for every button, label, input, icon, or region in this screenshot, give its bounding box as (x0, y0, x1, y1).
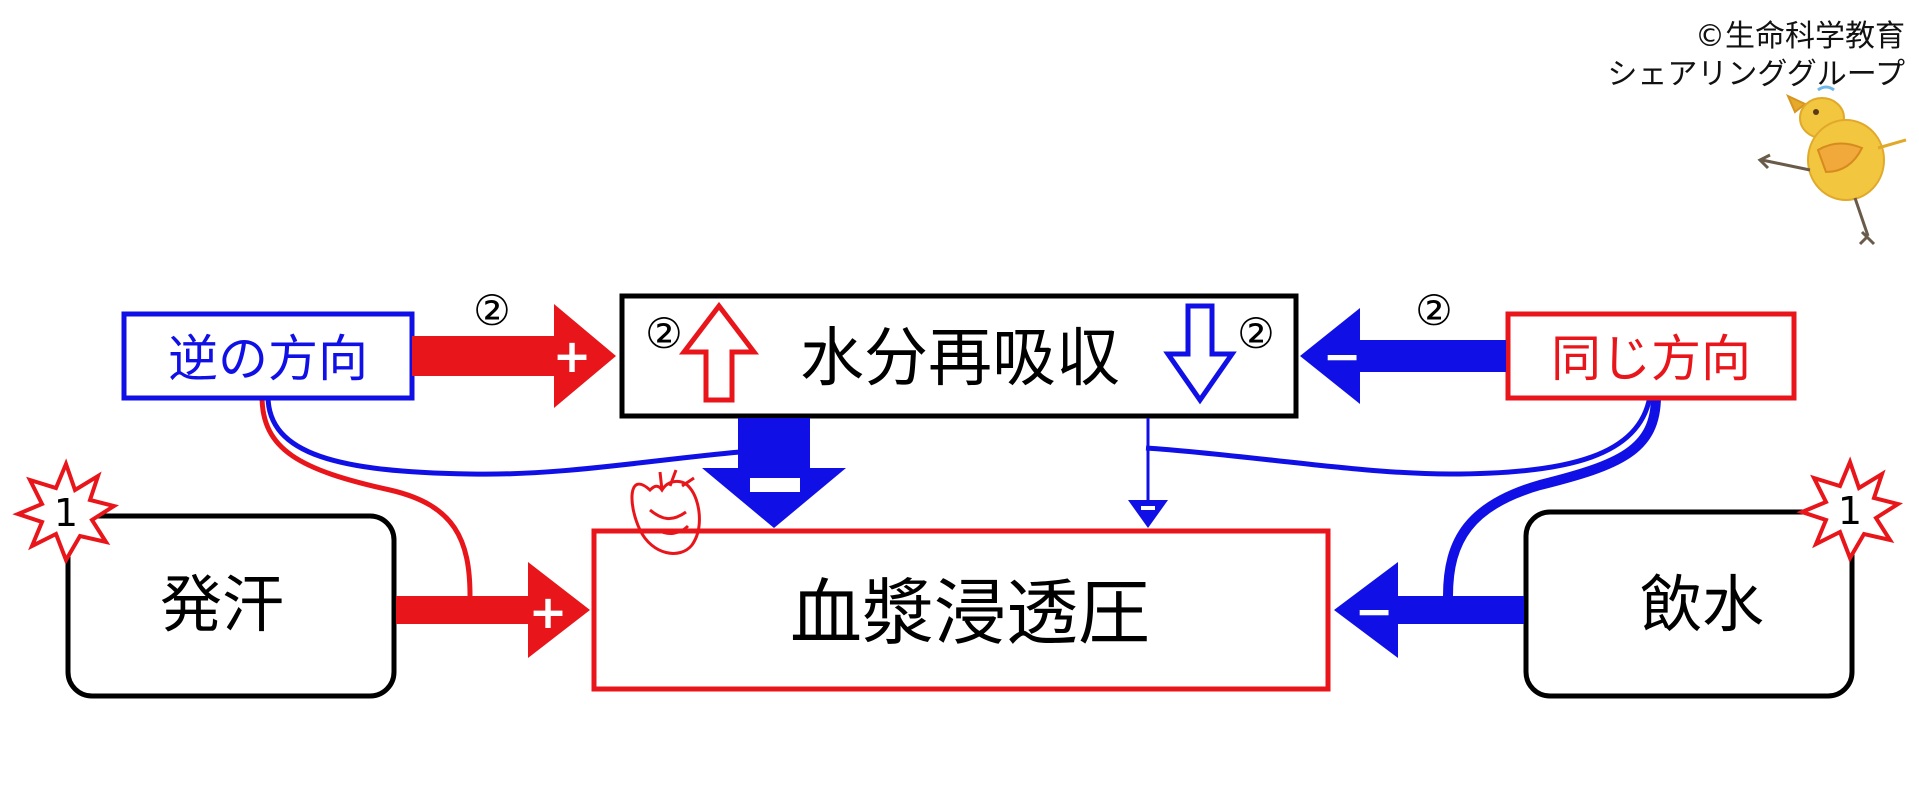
sweating-box (65, 513, 397, 699)
plasma-osmotic-pressure-label: 血漿浸透圧 (790, 571, 1150, 655)
step-two-marker: ② (473, 286, 511, 335)
same-to-reabsorption-arrow: − (1300, 308, 1506, 404)
same-direction-box (1505, 311, 1797, 401)
starburst-icon: 1 (1796, 456, 1904, 563)
starburst-icon: 1 (12, 458, 120, 565)
minus-sign: − (1355, 584, 1394, 638)
copyright-line-2: シェアリンググループ (1607, 57, 1905, 92)
plasma-osmotic-pressure-box (591, 528, 1331, 692)
sweating-label: 発汗 (160, 568, 284, 641)
step-two-marker: ② (645, 309, 683, 358)
opposite-to-reabsorption-arrow: + (412, 304, 616, 408)
same-direction-label: 同じ方向 (1551, 330, 1751, 388)
plus-sign: + (529, 585, 568, 639)
step-two-marker: ② (1237, 309, 1275, 358)
opposite-direction-box (121, 311, 415, 401)
copyright-notice: ©生命科学教育 シェアリンググループ (1607, 18, 1905, 94)
link-reabsorption-to-same (1145, 395, 1653, 477)
drinking-box (1523, 509, 1855, 699)
reabsorption-to-pressure-arrow (702, 418, 846, 528)
sweating-to-pressure-arrow: + (396, 562, 590, 658)
chick-mascot-icon (1757, 85, 1907, 246)
link-same-to-drinking (1443, 395, 1661, 597)
step-two-marker: ② (1415, 286, 1453, 335)
reabsorption-thin-arrow (1128, 418, 1168, 528)
heart-icon (630, 469, 701, 555)
drinking-label: 飲水 (1640, 568, 1764, 641)
increase-arrow-icon (678, 301, 760, 403)
link-opposite-to-sweating (259, 395, 473, 597)
copyright-line-1: ©生命科学教育 (1695, 19, 1905, 54)
reabsorption-label: 水分再吸収 (800, 322, 1120, 396)
opposite-direction-label: 逆の方向 (168, 330, 368, 388)
drinking-to-pressure-arrow: − (1334, 562, 1524, 658)
link-opposite-to-reabsorption (265, 395, 741, 477)
plus-sign: + (553, 329, 592, 383)
minus-sign: − (1323, 329, 1362, 383)
step-one-marker: 1 (54, 491, 78, 535)
step-one-marker: 1 (1838, 489, 1862, 533)
decrease-arrow-icon (1163, 303, 1237, 405)
